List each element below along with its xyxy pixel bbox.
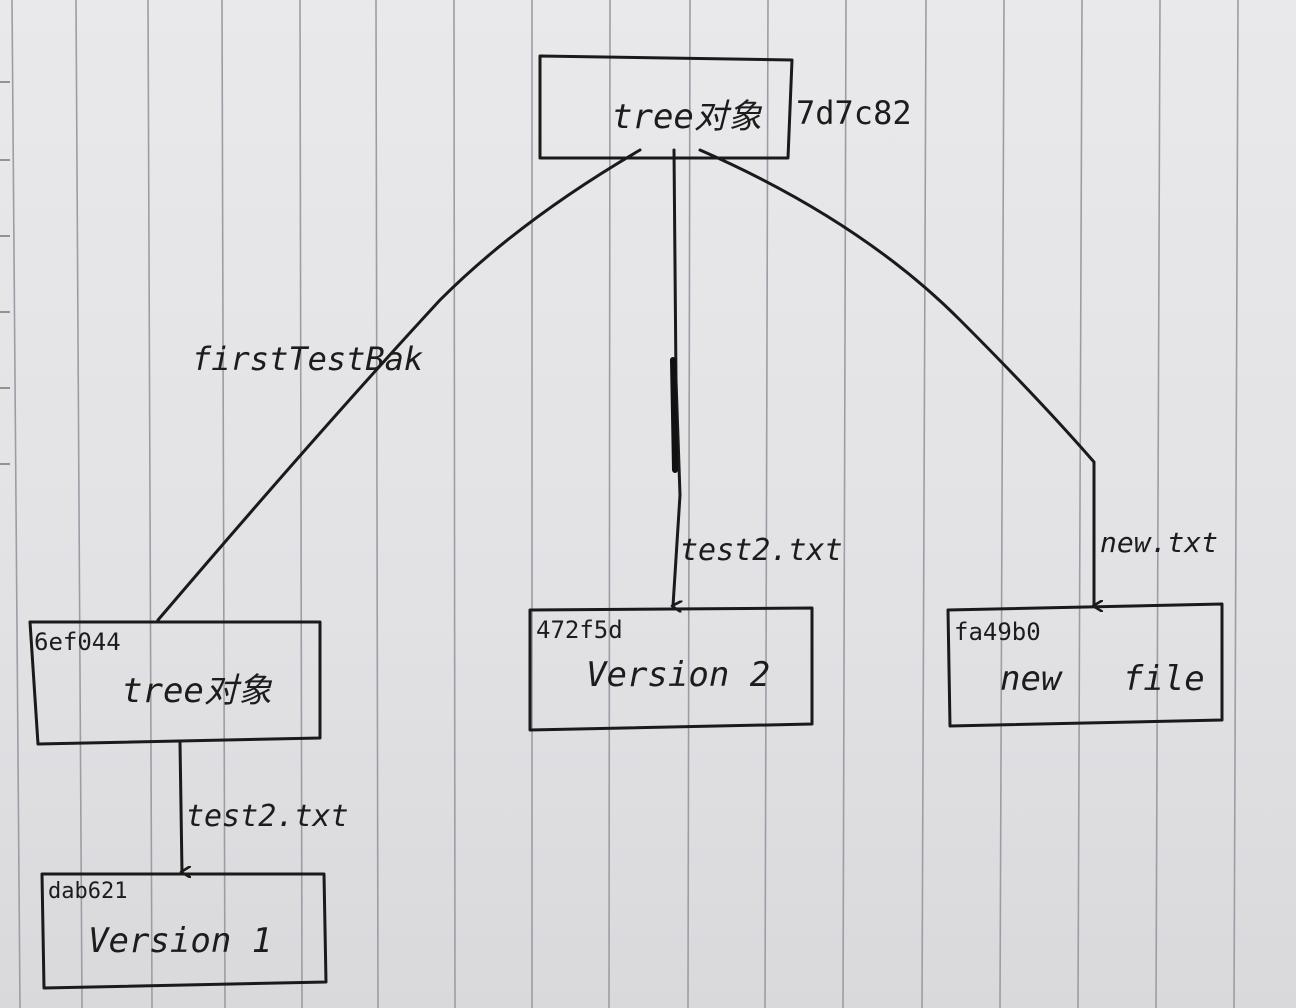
node-blob-newfile-hash: fa49b0 <box>954 618 1041 646</box>
node-root-tree-box <box>538 54 794 160</box>
edge-thick-stroke <box>670 357 678 473</box>
node-blob-version1: dab621 Version 1 <box>40 872 328 990</box>
node-root-tree: tree对象 7d7c82 <box>538 54 912 160</box>
edges <box>156 148 1094 872</box>
node-blob-version2-box <box>528 606 814 732</box>
edge-labels: firstTestBak test2.txt new.txt test2.txt <box>186 340 1218 834</box>
node-blob-version1-label: Version 1 <box>88 921 272 961</box>
node-sub-tree-box <box>28 620 322 746</box>
edge-label-root-to-version2: test2.txt <box>680 533 843 568</box>
node-blob-newfile-box <box>946 602 1224 728</box>
node-sub-tree: 6ef044 tree对象 <box>28 620 322 746</box>
node-blob-version1-hash: dab621 <box>48 879 127 904</box>
node-blob-version1-box <box>40 872 328 990</box>
node-blob-version2-label: Version 2 <box>586 655 770 695</box>
node-sub-tree-hash: 6ef044 <box>34 628 121 656</box>
node-blob-newfile: fa49b0 new file <box>946 602 1224 728</box>
edge-subtree-to-version1 <box>178 740 182 872</box>
node-root-tree-hash: 7d7c82 <box>796 94 912 132</box>
edge-root-to-newfile <box>698 148 1094 606</box>
node-blob-version2: 472f5d Version 2 <box>528 606 814 732</box>
node-blob-newfile-label: new file <box>1000 659 1205 699</box>
paper-rule-lines <box>11 0 1239 1008</box>
edge-label-root-to-subtree: firstTestBak <box>192 340 423 378</box>
edge-root-to-version2 <box>673 148 680 606</box>
node-root-tree-label: tree对象 <box>612 97 763 137</box>
node-blob-version2-hash: 472f5d <box>536 616 623 644</box>
node-sub-tree-label: tree对象 <box>122 671 273 711</box>
edge-label-subtree-to-version1: test2.txt <box>186 799 349 834</box>
edge-label-root-to-newfile: new.txt <box>1100 526 1218 559</box>
paper-margin-ticks <box>0 81 10 465</box>
edge-root-to-subtree <box>156 148 642 622</box>
